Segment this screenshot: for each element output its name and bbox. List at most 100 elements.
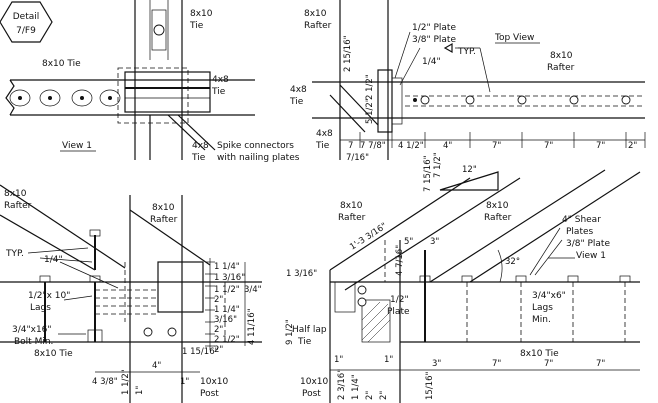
view1-label: View 1 bbox=[62, 141, 92, 151]
br-lags-label-3: Min. bbox=[532, 315, 551, 325]
rafter-right-label: 8x10 bbox=[550, 51, 573, 61]
bl-rdim-0: 1 1/4" bbox=[214, 262, 240, 272]
top-dim-0: 7 bbox=[348, 141, 353, 151]
slope-triangle bbox=[439, 171, 499, 191]
bl-quarter-label: 1/4" bbox=[44, 255, 63, 265]
br-dim-15-16: 15/16" bbox=[425, 372, 435, 400]
br-dim-5: 5" bbox=[404, 237, 413, 247]
detail-marker: Detail 7/F9 bbox=[0, 1, 53, 43]
rafter-left-label-2: Rafter bbox=[304, 21, 332, 31]
br-bdim-4: 1" bbox=[334, 355, 343, 365]
br-bdim-5: 1" bbox=[384, 355, 393, 365]
br-lags-label: 3/4"x6" bbox=[532, 291, 566, 301]
bl-tie-label: 8x10 Tie bbox=[34, 349, 73, 359]
bl-bdim-4: 1" bbox=[180, 377, 189, 387]
top-dim-2: 4 1/2" bbox=[398, 141, 424, 151]
br-post-label-2: Post bbox=[302, 389, 321, 399]
br-slope-rise: 7 1/2" bbox=[433, 152, 443, 178]
top-dim-5: 7" bbox=[544, 141, 553, 151]
view1-top-panel: 8x10 Tie 8x10 Tie 4x8 Tie 4x8 Tie View 1… bbox=[5, 0, 300, 163]
br-half-lap-label-2: Tie bbox=[297, 337, 312, 347]
bl-lags-label: 1/2"x 10" bbox=[28, 291, 70, 301]
br-bdim-7: 7" bbox=[492, 359, 501, 369]
bolts-bottom-right bbox=[384, 240, 631, 342]
tie-4x8-top-label: 4x8 bbox=[290, 85, 307, 95]
bl-rafter-center-label: 8x10 bbox=[152, 203, 175, 213]
br-dim-3: 3" bbox=[430, 237, 439, 247]
bl-rdim-9: 2" bbox=[214, 345, 223, 355]
br-plate-half-label-2: Plate bbox=[387, 307, 410, 317]
dim-5-1-2: 5 1/2" bbox=[365, 98, 375, 124]
top-dim-6: 7" bbox=[596, 141, 605, 151]
br-view1-label: View 1 bbox=[576, 251, 606, 261]
bl-bolt-label: 3/4"x16" bbox=[12, 325, 52, 335]
bl-rafter-left-label-2: Rafter bbox=[4, 201, 32, 211]
top-view-panel: 8x10 Rafter 8x10 Rafter 4x8 Tie 4x8 Tie … bbox=[289, 0, 646, 163]
detail-label-line2: 7/F9 bbox=[16, 26, 36, 36]
tie-horizontal-label: 8x10 Tie bbox=[42, 59, 81, 69]
bolts-bottom-left bbox=[39, 229, 226, 343]
br-dim-1-3-3-16: 1'-3 3/16" bbox=[348, 221, 389, 252]
tie-4x8-label: 4x8 bbox=[212, 75, 229, 85]
half-plate bbox=[377, 69, 393, 133]
bl-rdim-3: 3/4" bbox=[244, 285, 262, 295]
br-plate-half-label: 1/2" bbox=[390, 295, 409, 305]
bottom-left-panel: 8x10 Rafter 8x10 Rafter TYP. 1/4" 1/2"x … bbox=[0, 184, 262, 403]
top-dim-3: 4" bbox=[443, 141, 452, 151]
br-half-lap-label: Half lap bbox=[292, 325, 327, 335]
br-bdim-0: 2 3/16" bbox=[337, 369, 347, 400]
br-bdim-6: 3" bbox=[432, 359, 441, 369]
dim-2-15-16: 2 15/16" bbox=[343, 35, 353, 72]
br-rafter-right-label: 8x10 bbox=[486, 201, 509, 211]
br-lags-label-2: Lags bbox=[532, 303, 553, 313]
dim-2-1-2: 2 1/2" bbox=[365, 74, 375, 100]
tie-4x8-top-bottom-label-2: Tie bbox=[315, 141, 330, 151]
bl-rdim-2: 1 1/2" bbox=[214, 285, 240, 295]
top-view-label: Top View bbox=[494, 33, 534, 43]
detail-label-line1: Detail bbox=[13, 12, 40, 22]
br-bdim-9: 7" bbox=[596, 359, 605, 369]
bl-bdim-0: 4 3/8" bbox=[92, 377, 118, 387]
bl-bdim-1: 1 1/2" bbox=[121, 369, 131, 395]
bl-vertical-dim: 4 11/16" bbox=[247, 308, 257, 345]
bl-post-label-2: Post bbox=[200, 389, 219, 399]
bl-typ-label: TYP. bbox=[5, 249, 24, 259]
br-slope-label: 12" bbox=[462, 165, 477, 175]
br-dim-9-1-2: 9 1/2" bbox=[285, 319, 295, 345]
br-dim-1-3-16: 1 3/16" bbox=[286, 269, 317, 279]
bl-rdim-5: 1 1/4" bbox=[214, 305, 240, 315]
br-angle: 32° bbox=[505, 257, 520, 267]
quarter-label: 1/4" bbox=[422, 57, 441, 67]
br-bdim-1: 1 1/4" bbox=[351, 374, 361, 400]
spike-connectors bbox=[9, 89, 121, 107]
br-plate-3-8-label: 3/8" Plate bbox=[566, 239, 610, 249]
br-bdim-3: 2" bbox=[379, 391, 389, 400]
bl-rafter-center-label-2: Rafter bbox=[150, 215, 178, 225]
bl-rdim-1: 1 3/16" bbox=[214, 273, 245, 283]
br-rafter-right-label-2: Rafter bbox=[484, 213, 512, 223]
br-bdim-2: 2" bbox=[365, 391, 375, 400]
bl-rafter-left-label: 8x10 bbox=[4, 189, 27, 199]
br-shear-plates-label-2: Plates bbox=[566, 227, 594, 237]
bl-bdim-2: 4" bbox=[152, 361, 161, 371]
bl-rdim-4: 2" bbox=[214, 295, 223, 305]
bl-post-label: 10x10 bbox=[200, 377, 229, 387]
top-dim-1: 7 7/8" bbox=[360, 141, 386, 151]
three-eighth-plate-label: 3/8" Plate bbox=[412, 35, 456, 45]
br-bdim-8: 7" bbox=[544, 359, 553, 369]
tie-4x8-bottom-label-2: Tie bbox=[191, 153, 206, 163]
connectors-label-2: with nailing plates bbox=[217, 153, 300, 163]
bl-bdim-3: 1 15/16" bbox=[182, 347, 219, 357]
bottom-right-panel: 12" 7 1/2" 7 15/16" 8x10 Rafter 8x10 Raf… bbox=[285, 152, 641, 403]
bl-bdim-5: 1" bbox=[135, 386, 145, 395]
br-dim-4-7-16: 4 7/16" bbox=[395, 245, 405, 276]
br-shear-plates-label: 4" Shear bbox=[562, 215, 601, 225]
top-dim-7-16: 7/16" bbox=[346, 153, 369, 163]
tie-4x8-top-bottom-label: 4x8 bbox=[316, 129, 333, 139]
bl-bolt-label-2: Bolt Min. bbox=[14, 337, 53, 347]
detail-hexagon bbox=[0, 1, 53, 43]
tie-4x8-label-2: Tie bbox=[211, 87, 226, 97]
br-dim-7-15-16: 7 15/16" bbox=[423, 155, 433, 192]
